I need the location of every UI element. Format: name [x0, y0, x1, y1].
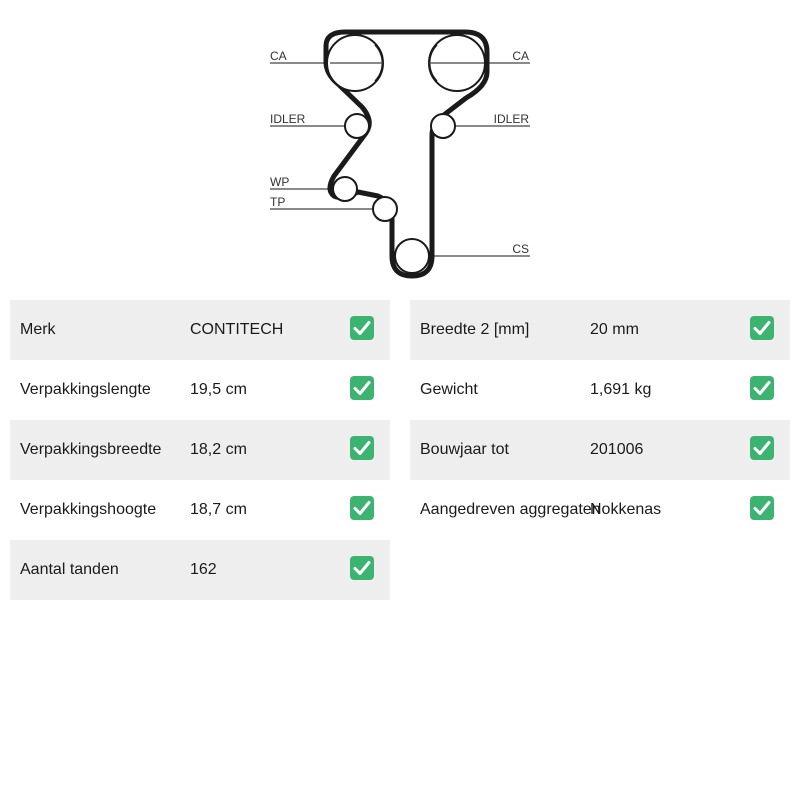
spec-label: Breedte 2 [mm]	[420, 321, 530, 338]
label-ca-right: CA	[512, 49, 529, 63]
check-mark-icon	[350, 376, 374, 400]
idler-pulley-right	[430, 113, 456, 139]
specs-table-right: Breedte 2 [mm] 20 mm Gewicht 1,691 kg Bo…	[410, 300, 790, 540]
label-tp: TP	[270, 195, 285, 209]
spec-row: Verpakkingshoogte 18,7 cm	[10, 480, 390, 540]
spec-label: Merk	[20, 321, 56, 338]
label-idler-left: IDLER	[270, 112, 306, 126]
check-mark-icon	[750, 376, 774, 400]
spec-value: 18,7 cm	[190, 501, 247, 518]
label-cs: CS	[512, 242, 529, 256]
water-pump-pulley	[332, 176, 358, 202]
spec-label: Aangedreven aggregaten	[420, 501, 601, 518]
spec-row: Aangedreven aggregaten Nokkenas	[410, 480, 790, 540]
idler-pulley-left	[344, 113, 370, 139]
spec-value: 162	[190, 561, 217, 578]
check-mark-icon	[350, 496, 374, 520]
label-wp: WP	[270, 175, 289, 189]
spec-row: Breedte 2 [mm] 20 mm	[410, 300, 790, 360]
spec-row: Aantal tanden 162	[10, 540, 390, 600]
check-mark-icon	[750, 316, 774, 340]
spec-row: Verpakkingslengte 19,5 cm	[10, 360, 390, 420]
timing-belt-diagram: CA CA IDLER IDLER WP TP CS	[270, 29, 530, 279]
spec-value: 201006	[590, 441, 644, 458]
spec-value: 1,691 kg	[590, 381, 652, 398]
spec-label: Verpakkingshoogte	[20, 501, 157, 518]
spec-row: Bouwjaar tot 201006	[410, 420, 790, 480]
spec-value: CONTITECH	[190, 321, 284, 338]
spec-value: 19,5 cm	[190, 381, 247, 398]
spec-value: 20 mm	[590, 321, 639, 338]
spec-row: Merk CONTITECH	[10, 300, 390, 360]
spec-label: Gewicht	[420, 381, 478, 398]
check-mark-icon	[750, 436, 774, 460]
spec-label: Verpakkingslengte	[20, 381, 151, 398]
spec-row: Verpakkingsbreedte 18,2 cm	[10, 420, 390, 480]
spec-value: 18,2 cm	[190, 441, 247, 458]
check-mark-icon	[350, 556, 374, 580]
tensioner-pulley	[372, 196, 398, 222]
check-mark-icon	[750, 496, 774, 520]
specs-table-left: Merk CONTITECH Verpakkingslengte 19,5 cm…	[10, 300, 390, 600]
spec-row: Gewicht 1,691 kg	[410, 360, 790, 420]
spec-label: Aantal tanden	[20, 561, 119, 578]
check-mark-icon	[350, 436, 374, 460]
check-mark-icon	[350, 316, 374, 340]
spec-label: Bouwjaar tot	[420, 441, 509, 458]
spec-value: Nokkenas	[590, 501, 662, 518]
spec-label: Verpakkingsbreedte	[20, 441, 162, 458]
label-idler-right: IDLER	[494, 112, 530, 126]
label-ca-left: CA	[270, 49, 287, 63]
crankshaft-pulley	[394, 238, 430, 274]
